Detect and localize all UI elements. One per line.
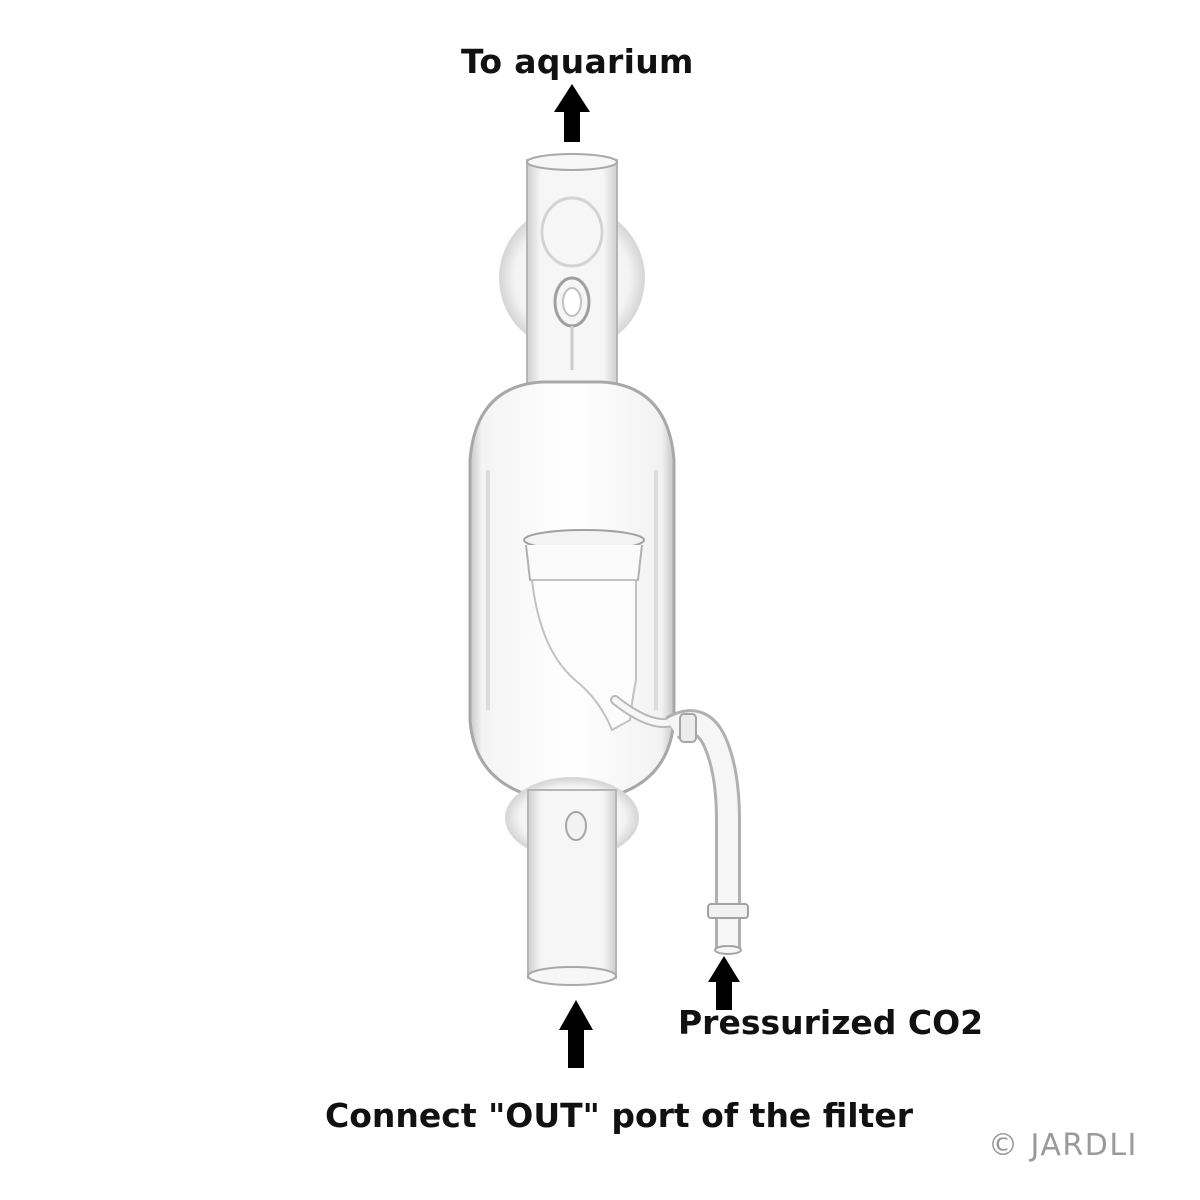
co2-inlet-tube [665, 709, 749, 955]
top-outlet-tube [526, 153, 618, 411]
filter-out-port-label: Connect "OUT" port of the filter [325, 1096, 914, 1135]
bottom-inlet-tube [527, 789, 617, 986]
arrow-up-bottom [559, 1000, 593, 1068]
arrow-up-top [554, 84, 590, 142]
pressurized-co2-label: Pressurized CO2 [678, 1003, 984, 1042]
copyright-watermark: © JARDLI [988, 1128, 1138, 1163]
to-aquarium-label: To aquarium [461, 42, 694, 81]
arrow-up-co2 [708, 956, 740, 1010]
